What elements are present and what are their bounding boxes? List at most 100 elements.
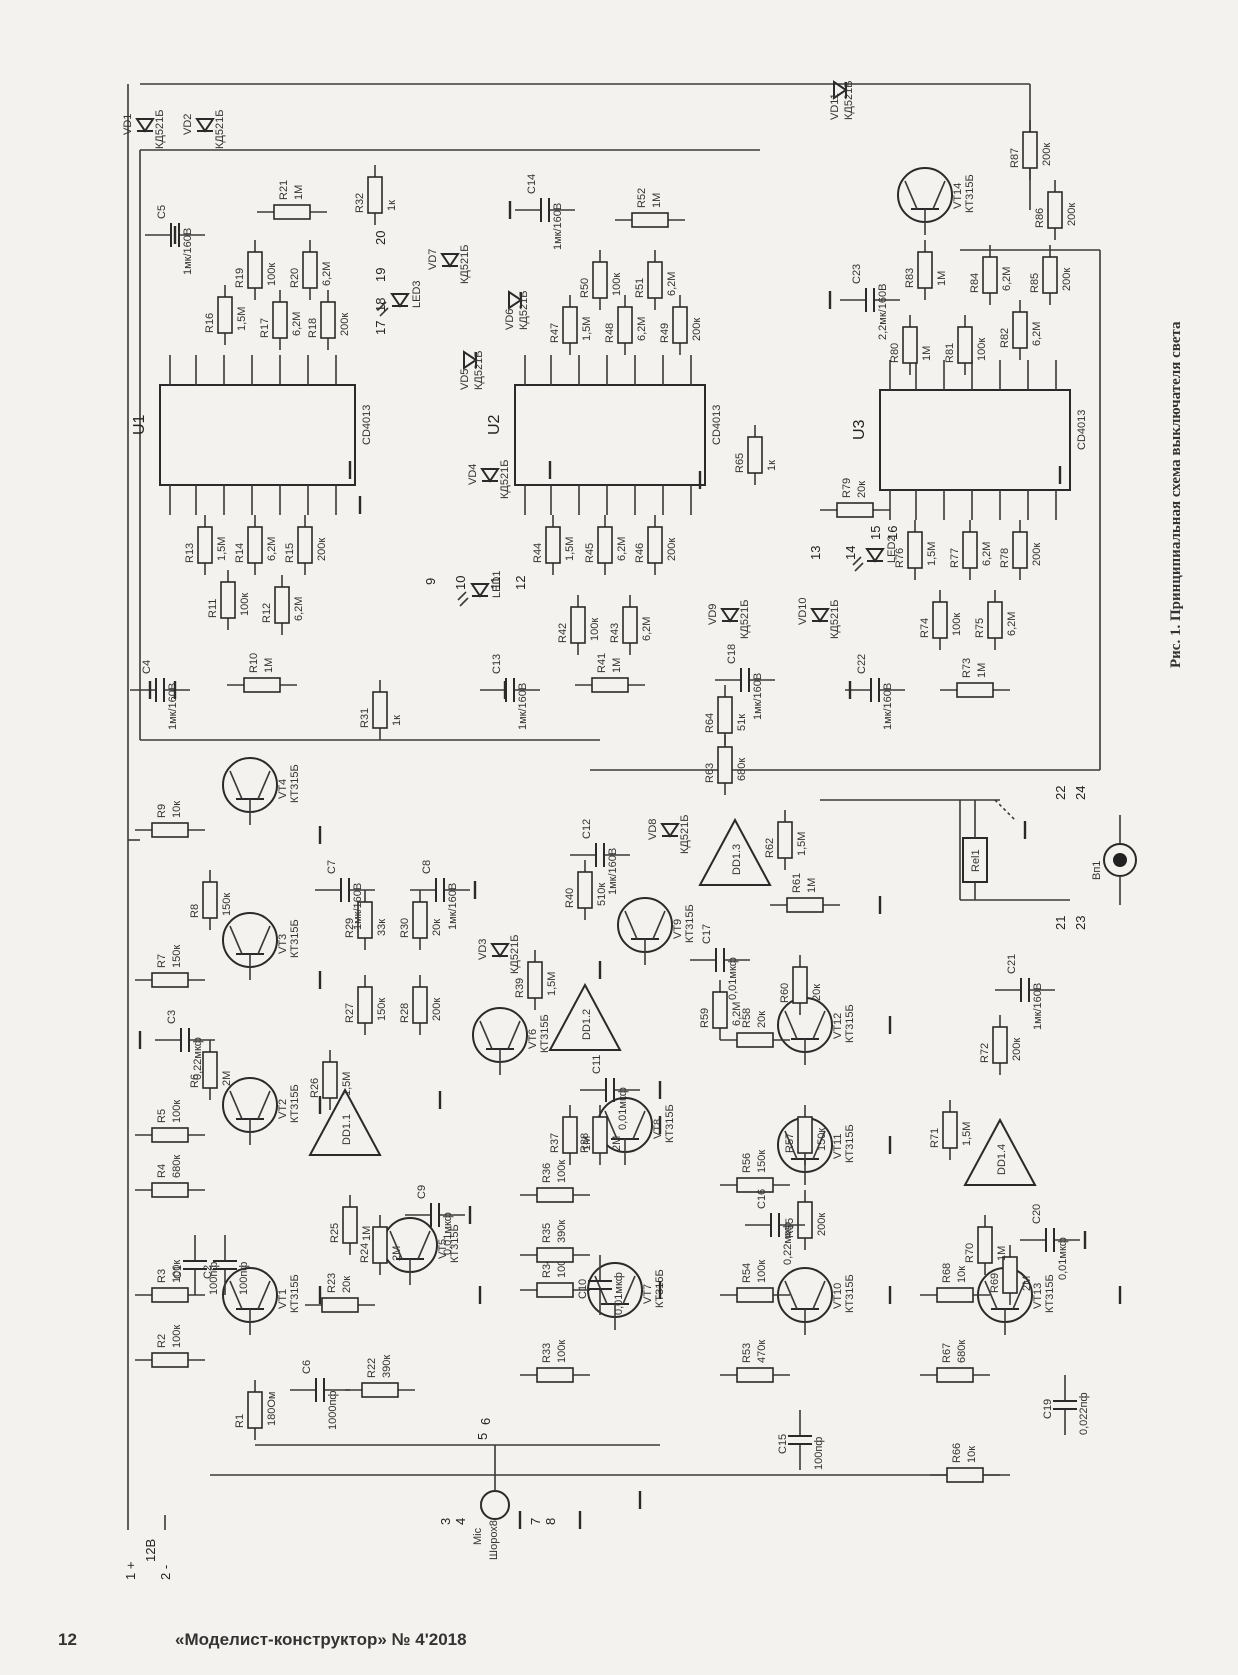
terminal-24: 24 [1073, 786, 1088, 800]
resistor-value: 150к [221, 893, 233, 916]
diode-part: КД521Б [679, 815, 691, 854]
capacitor-value: 1000пф [327, 1391, 339, 1430]
transistor-part: КТ315Б [844, 1274, 856, 1313]
transistor-ref: VT7 [642, 1284, 654, 1304]
capacitor-ref: C19 [1042, 1399, 1054, 1419]
diode-part: КД521Б [843, 81, 855, 120]
diode-ref: VD9 [707, 604, 719, 625]
resistor-ref: R32 [354, 193, 366, 213]
resistor-value: 200к [691, 318, 703, 341]
capacitor-ref: C13 [491, 654, 503, 674]
resistor-value: 200к [1041, 143, 1053, 166]
resistor-ref: R64 [704, 713, 716, 733]
resistor-value: 1М [263, 658, 275, 673]
resistor-ref: R69 [989, 1273, 1001, 1293]
transistor-ref: VT9 [672, 919, 684, 939]
transistor-ref: VT12 [832, 1013, 844, 1039]
capacitor-value: 1мк/160В [752, 673, 764, 720]
capacitor-ref: C23 [851, 264, 863, 284]
ic-u2-ref: U2 [486, 414, 503, 435]
resistor-value: 100к [556, 1160, 568, 1183]
capacitor-ref: C5 [156, 205, 168, 219]
transistor-ref: VT13 [1032, 1283, 1044, 1309]
resistor-ref: R87 [1009, 148, 1021, 168]
resistor-value: 2М [611, 1136, 623, 1151]
resistor-ref: R66 [951, 1443, 963, 1463]
power-minus: 2 - [158, 1565, 173, 1580]
transistor-ref: VT5 [437, 1239, 449, 1259]
terminal-5: 5 [475, 1433, 490, 1440]
resistor-value: 680к [171, 1155, 183, 1178]
resistor-r51: R51 6,2М [634, 250, 678, 310]
resistor-ref: R50 [579, 278, 591, 298]
terminal-21: 21 [1053, 916, 1068, 930]
capacitor-value: 1мк/160В [167, 683, 179, 730]
resistor-ref: R51 [634, 278, 646, 298]
diode-ref: VD10 [797, 597, 809, 625]
resistor-ref: R43 [609, 623, 621, 643]
resistor-ref: R20 [289, 268, 301, 288]
resistor-value: 10к [966, 1446, 978, 1463]
led-ref: LED3 [411, 280, 423, 308]
ic-u2: U2 CD4013 [486, 355, 723, 515]
resistor-value: 6,2М [666, 272, 678, 296]
resistor-ref: R45 [584, 543, 596, 563]
resistor-ref: R75 [974, 618, 986, 638]
resistor-value: 150к [376, 998, 388, 1021]
resistor-value: 1,5М [796, 832, 808, 856]
resistor-value: 6,2М [981, 542, 993, 566]
resistor-ref: R73 [961, 658, 973, 678]
resistor-value: 200к [1066, 203, 1078, 226]
resistor-ref: R58 [741, 1008, 753, 1028]
resistor-ref: R65 [734, 453, 746, 473]
ic-u1-ref: U1 [131, 414, 148, 435]
resistor-ref: R42 [557, 623, 569, 643]
transistor-part: КТ315Б [449, 1224, 461, 1263]
transistor-part: КТ315Б [664, 1104, 676, 1143]
resistor-ref: R25 [329, 1223, 341, 1243]
resistor-value: 2М [391, 1246, 403, 1261]
buzzer-ref: Вп1 [1091, 861, 1103, 880]
resistor-ref: R15 [284, 543, 296, 563]
resistor-ref: R30 [399, 918, 411, 938]
resistor-value: 680к [956, 1340, 968, 1363]
resistor-ref: R49 [659, 323, 671, 343]
opamp-dd1-3-ref: DD1.3 [731, 844, 743, 875]
diode-part: КД521Б [509, 935, 521, 974]
capacitor-ref: C6 [301, 1360, 313, 1374]
resistor-ref: R80 [889, 343, 901, 363]
resistor-ref: R81 [944, 343, 956, 363]
